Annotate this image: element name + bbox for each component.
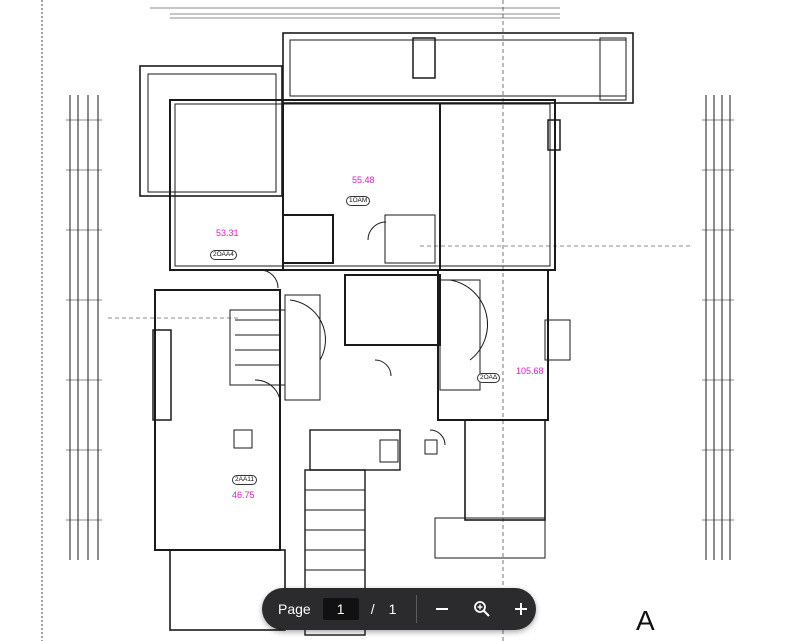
zoom-out-button[interactable] bbox=[427, 594, 457, 624]
page-separator: / bbox=[370, 601, 375, 617]
plus-icon bbox=[515, 603, 528, 615]
room-area-label: 46.75 bbox=[232, 490, 255, 500]
unit-tag: 2ΟΑΔ bbox=[477, 373, 501, 383]
total-pages: 1 bbox=[388, 601, 397, 617]
zoom-fit-button[interactable] bbox=[467, 594, 497, 624]
unit-tag: 1ΟΑΜ bbox=[346, 196, 371, 206]
zoom-in-button[interactable] bbox=[506, 594, 536, 624]
page-number-input[interactable] bbox=[322, 598, 359, 620]
toolbar-divider bbox=[416, 595, 418, 623]
room-area-label: 105.68 bbox=[516, 366, 544, 376]
room-area-label: 53.31 bbox=[216, 228, 239, 238]
page-label: Page bbox=[278, 601, 311, 617]
room-area-label: 55.48 bbox=[352, 175, 375, 185]
unit-tag: 2ΟΑΑ4 bbox=[210, 250, 237, 260]
pdf-toolbar: Page / 1 bbox=[262, 588, 536, 630]
sheet-letter: A bbox=[636, 605, 655, 636]
unit-tag: 2ΑΑ11 bbox=[232, 475, 258, 485]
minus-icon bbox=[436, 608, 449, 610]
magnifier-icon bbox=[473, 601, 490, 617]
